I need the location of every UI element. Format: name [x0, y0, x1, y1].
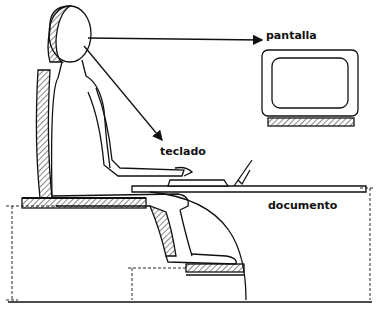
part-label: teclado: [160, 146, 206, 158]
dimension-lines: [6, 188, 374, 300]
figure: [8, 6, 372, 302]
part-label: pantalla: [266, 30, 317, 42]
part-label: documento: [268, 200, 337, 212]
